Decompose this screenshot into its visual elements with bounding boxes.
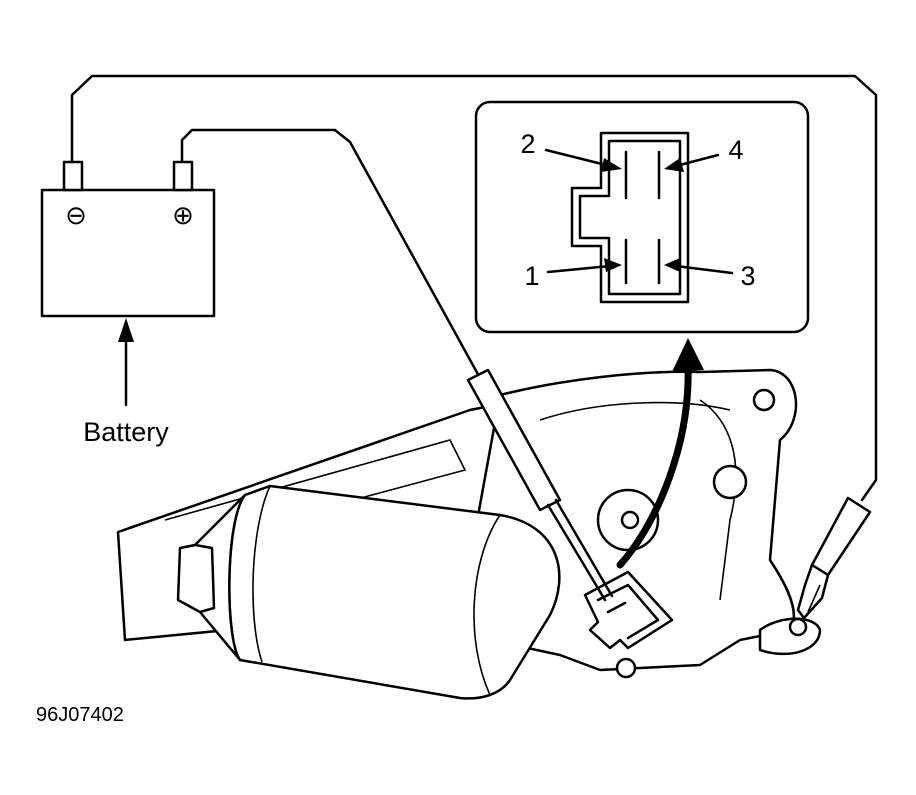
battery-positive-symbol: ⊕ (172, 200, 194, 230)
battery-positive-post (172, 160, 194, 192)
pin-label-3: 3 (740, 261, 755, 291)
connector-face-outer (570, 131, 690, 304)
detail-callout-arrow (616, 338, 704, 569)
pin-label-2: 2 (520, 129, 535, 159)
pin-label-1: 1 (524, 261, 539, 291)
battery-label: Battery (83, 417, 169, 447)
battery-case (40, 188, 216, 318)
battery-negative-symbol: ⊖ (65, 200, 87, 230)
connector-face-inner (578, 139, 682, 296)
inset-frame (474, 100, 810, 334)
figure-code: 96J07402 (36, 704, 124, 726)
motor-connector (583, 570, 674, 650)
battery-arrow (118, 318, 134, 407)
battery: ⊖ ⊕ (40, 160, 216, 318)
negative-test-lead (70, 74, 878, 620)
motor-assembly (116, 368, 822, 700)
pin-label-4: 4 (728, 135, 743, 165)
connector-detail-inset: 2 4 1 3 (474, 100, 810, 334)
battery-negative-post (62, 160, 84, 192)
positive-test-lead (180, 128, 614, 602)
